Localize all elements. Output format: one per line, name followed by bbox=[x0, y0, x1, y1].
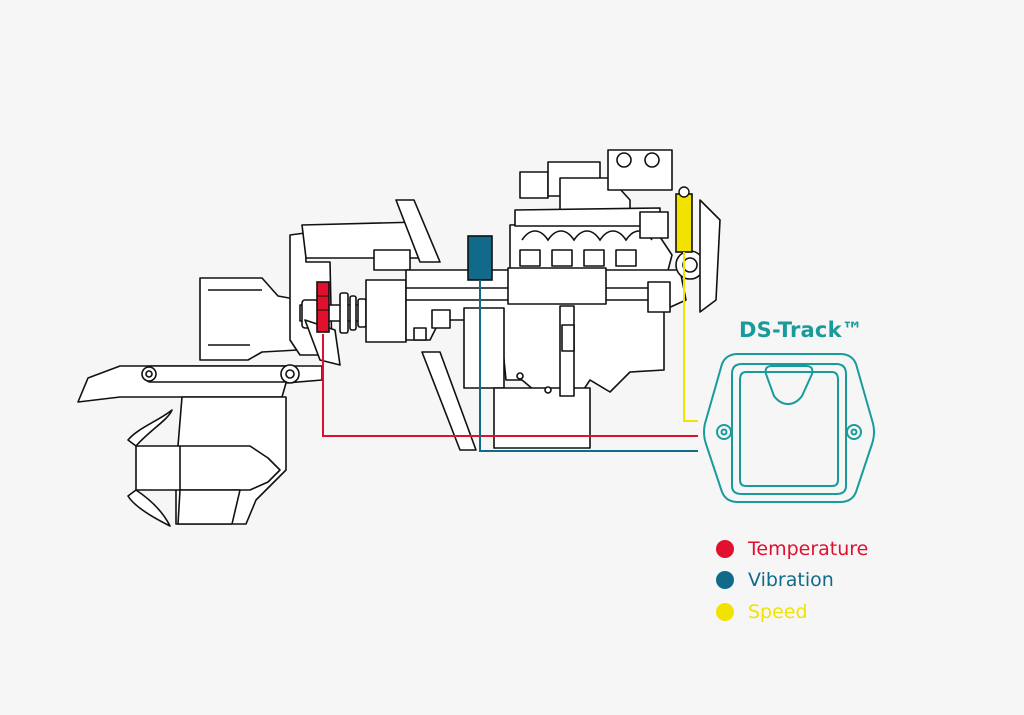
speed-cable bbox=[683, 252, 698, 422]
legend-label-temperature: Temperature bbox=[748, 537, 869, 560]
temperature-cable bbox=[322, 334, 698, 437]
temperature-sensor bbox=[316, 281, 330, 333]
device-title: DS-Track™ bbox=[739, 318, 863, 342]
sterndrive-unit bbox=[77, 232, 333, 527]
ds-track-device bbox=[703, 353, 875, 503]
legend: Temperature Vibration Speed bbox=[716, 533, 868, 628]
engine-block bbox=[301, 149, 721, 451]
signal-cables bbox=[322, 252, 698, 452]
legend-item-temperature: Temperature bbox=[716, 533, 868, 565]
legend-item-speed: Speed bbox=[716, 596, 868, 628]
vibration-sensor bbox=[467, 235, 493, 281]
speed-sensor bbox=[675, 186, 693, 253]
legend-label-vibration: Vibration bbox=[748, 569, 834, 592]
vibration-dot-icon bbox=[716, 571, 734, 590]
speed-dot-icon bbox=[716, 602, 734, 621]
legend-label-speed: Speed bbox=[748, 600, 808, 623]
temperature-dot-icon bbox=[716, 539, 734, 558]
vibration-cable bbox=[479, 280, 698, 452]
legend-item-vibration: Vibration bbox=[716, 565, 868, 597]
